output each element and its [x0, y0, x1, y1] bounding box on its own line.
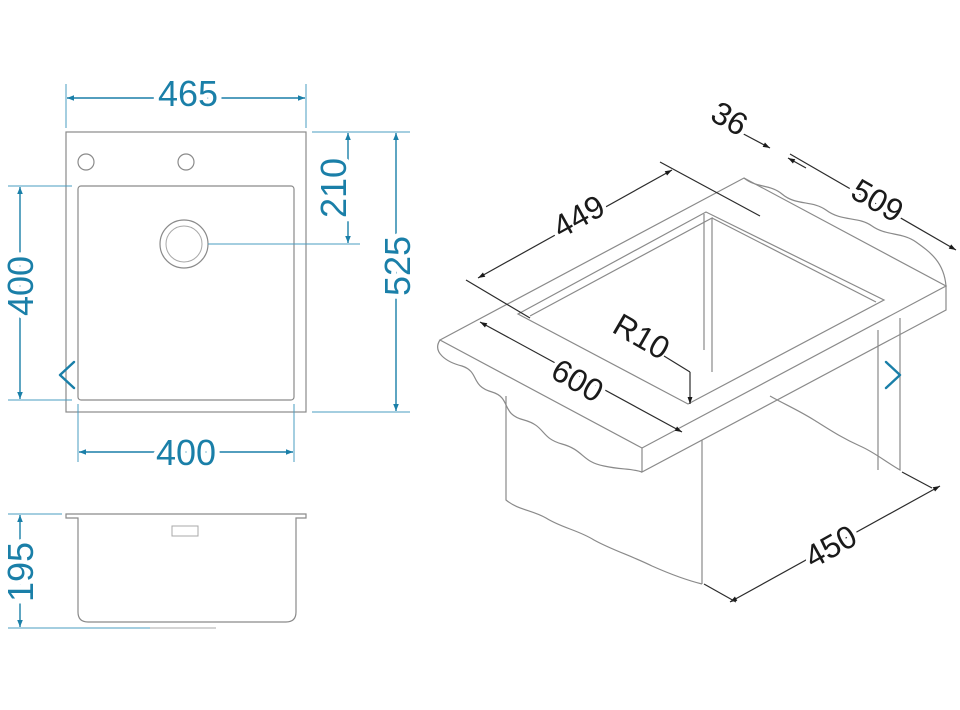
bowl-back-left [529, 216, 713, 372]
drain-inner [165, 225, 203, 263]
sink-profile [65, 513, 307, 623]
next-button[interactable] [876, 352, 912, 396]
plan-view: 465 525 210 400 400 [0, 68, 423, 478]
countertop-break-back [743, 177, 947, 287]
dim-label-drain-offset: 210 [313, 158, 354, 218]
dim-label-front-width: 600 [545, 352, 609, 410]
dim-line-449 [477, 169, 673, 279]
bowl-outline [77, 185, 295, 401]
prev-button[interactable] [48, 352, 84, 396]
dim-label-depth-overall: 525 [377, 236, 418, 296]
tap-hole-right [177, 153, 195, 171]
countertop-front-edge [641, 286, 947, 473]
countertop-break-left [437, 339, 643, 473]
isometric-view: 449 36 509 R10 600 450 [437, 90, 957, 603]
dim-line-450 [729, 485, 941, 603]
dim-line-509 [789, 153, 957, 251]
sink-outline [65, 131, 307, 413]
dim-label-height: 195 [0, 542, 41, 602]
dim-label-bowl-depth: 400 [0, 256, 41, 316]
dim-label-cabinet-width: 449 [547, 188, 611, 245]
dim-label-cabinet-depth: 450 [799, 518, 863, 575]
dim-label-width-overall: 465 [158, 73, 218, 114]
chevron-right-icon [884, 360, 902, 390]
dim-line-600 [479, 321, 683, 433]
overflow-slot [171, 525, 199, 537]
cabinet-right [769, 318, 901, 472]
dim-label-depth: 509 [845, 172, 909, 230]
tap-hole-left [77, 153, 95, 171]
cabinet-left [505, 396, 703, 585]
chevron-left-icon [58, 360, 76, 390]
dim-label-bowl-width: 400 [156, 432, 216, 473]
side-view: 195 [0, 513, 307, 629]
drain-outer [159, 219, 209, 269]
bowl-back-right [711, 217, 877, 303]
